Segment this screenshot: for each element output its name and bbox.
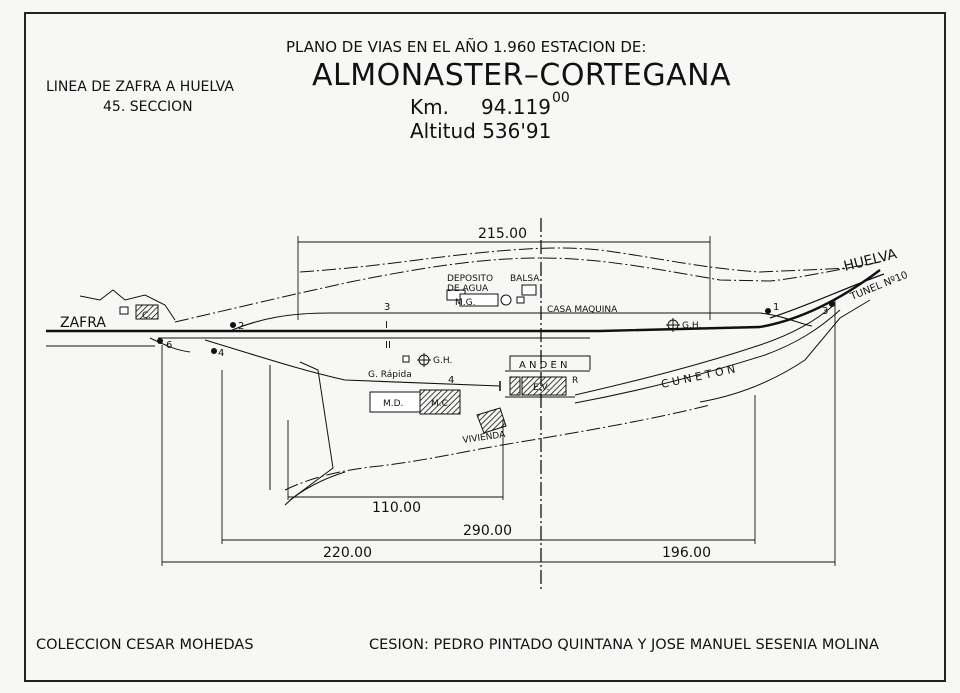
point-2: [230, 322, 236, 328]
label-zafra: ZAFRA: [60, 315, 106, 331]
dim-220-value: 220.00: [323, 545, 372, 561]
main-track-curve: [599, 269, 881, 333]
mc-building: [419, 389, 461, 415]
label-track-3-east: 3: [822, 306, 828, 317]
balsa-tank: [521, 284, 537, 296]
dim-215-value: 215.00: [478, 226, 527, 242]
label-track-6: 6: [166, 340, 172, 351]
label-track-II: II: [385, 340, 391, 351]
label-deposito: DEPOSITO: [447, 274, 493, 284]
label-ev: E.V.: [533, 383, 549, 393]
left-wall: [289, 361, 334, 501]
north-boundary: [174, 257, 881, 323]
south-boundary: [284, 404, 711, 491]
label-track-I: I: [385, 320, 388, 331]
label-gh-west: G.H.: [433, 356, 452, 366]
label-track-1: 1: [773, 302, 779, 313]
point-6: [157, 338, 163, 344]
cuneton-ditch: [699, 299, 871, 403]
huelva-track-2: [769, 273, 885, 319]
label-mc: M.C.: [431, 399, 451, 409]
label-md: M.D.: [383, 399, 403, 409]
gh-small-box: [402, 355, 410, 363]
label-track-2: 2: [238, 321, 244, 332]
label-casa-maquina: CASA MAQUINA: [547, 305, 618, 315]
casa-maquina-well: [500, 294, 512, 306]
label-track-3: 3: [384, 302, 390, 313]
mg-building: [459, 293, 499, 307]
dim-290-value: 290.00: [463, 523, 512, 539]
label-cuneton: C U N E T O N: [660, 363, 737, 391]
label-track-4-siding: 4: [448, 375, 454, 386]
km-value: 94.119: [481, 95, 551, 119]
zafra-hill: [79, 289, 176, 321]
north-boundary-top: [299, 247, 851, 273]
label-gh-east: G.H.: [682, 321, 701, 331]
plan-title: PLANO DE VIAS EN EL AÑO 1.960 ESTACION D…: [286, 38, 647, 56]
cession-credit: CESION: PEDRO PINTADO QUINTANA Y JOSE MA…: [369, 637, 879, 653]
track-3: [231, 312, 813, 331]
km-superscript: 00: [552, 90, 570, 106]
dim-196-value: 196.00: [662, 545, 711, 561]
collection-credit: COLECCION CESAR MOHEDAS: [36, 637, 254, 653]
label-r: R: [572, 376, 578, 386]
label-huelva: HUELVA: [842, 246, 899, 275]
vivienda-building: [476, 407, 507, 434]
point-1: [765, 308, 771, 314]
c-box-building: [135, 304, 159, 320]
ev-building: [521, 376, 567, 396]
track-4: [204, 339, 501, 387]
dim-110-value: 110.00: [372, 500, 421, 516]
section-label: 45. SECCION: [103, 99, 193, 115]
label-vivienda: VIVIENDA: [462, 430, 507, 446]
label-anden: A N D E N: [519, 360, 568, 371]
point-3: [829, 301, 835, 307]
ev-annex: [509, 376, 521, 396]
track-6: [149, 337, 191, 353]
label-track-4: 4: [218, 348, 224, 359]
line-name: LINEA DE ZAFRA A HUELVA: [46, 79, 234, 95]
station-name: ALMONASTER–CORTEGANA: [312, 58, 732, 93]
point-4: [211, 348, 217, 354]
south-curve: [284, 471, 346, 506]
altitude: Altitud 536'91: [410, 119, 552, 143]
label-g-rapida: G. Rápida: [368, 370, 412, 380]
drawing-frame: [24, 12, 946, 682]
cuneton-upper: [574, 303, 836, 396]
label-de-agua: DE AGUA: [447, 284, 489, 294]
zafra-hut: [119, 306, 129, 315]
km-label: Km.: [410, 95, 449, 119]
label-c-box: C.: [142, 311, 151, 321]
label-balsa: BALSA: [510, 274, 540, 284]
cuneton-lower: [574, 309, 841, 404]
label-mg: M.G.: [455, 298, 475, 308]
casa-maquina-box: [516, 296, 525, 304]
anden-outline: [509, 355, 591, 370]
